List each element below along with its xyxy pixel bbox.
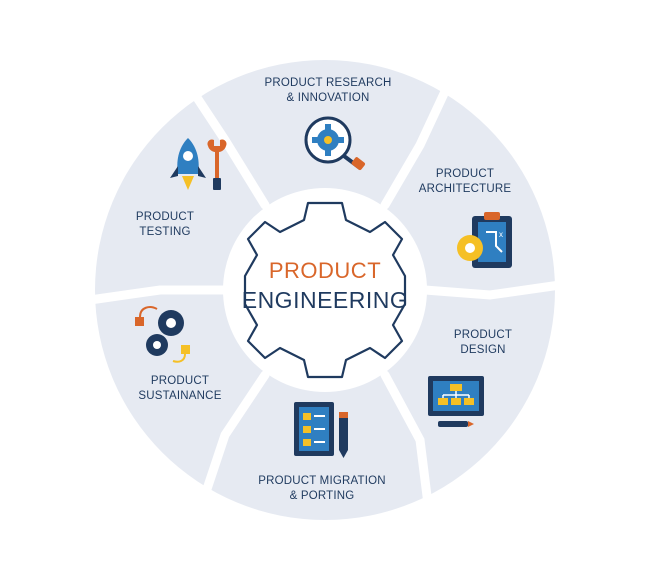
rocket-wrench-icon <box>170 138 227 190</box>
center-title-product: PRODUCT <box>268 258 382 283</box>
svg-text:x: x <box>499 230 503 239</box>
segment-label-design: PRODUCT DESIGN <box>453 329 513 356</box>
segment-dividers <box>85 65 565 525</box>
segment-label-architecture: PRODUCT ARCHITECTURE <box>418 168 512 195</box>
center-title-engineering: ENGINEERING <box>241 287 409 313</box>
segment-label-migration: PRODUCT MIGRATION & PORTING <box>258 475 386 502</box>
center-disc <box>223 188 427 392</box>
magnifier-gear-icon <box>304 116 365 171</box>
segment-label-research: PRODUCT RESEARCH & INNOVATION <box>264 77 392 104</box>
clipboard-gear-icon: x <box>457 212 512 268</box>
document-pencil-icon <box>294 402 348 458</box>
gears-cycle-icon <box>135 306 190 363</box>
segment-label-sustainance: PRODUCT SUSTAINANCE <box>138 375 222 402</box>
center-gear-outline <box>243 201 407 379</box>
flowchart-board-icon <box>428 376 484 427</box>
segment-label-testing: PRODUCT TESTING <box>135 211 195 238</box>
